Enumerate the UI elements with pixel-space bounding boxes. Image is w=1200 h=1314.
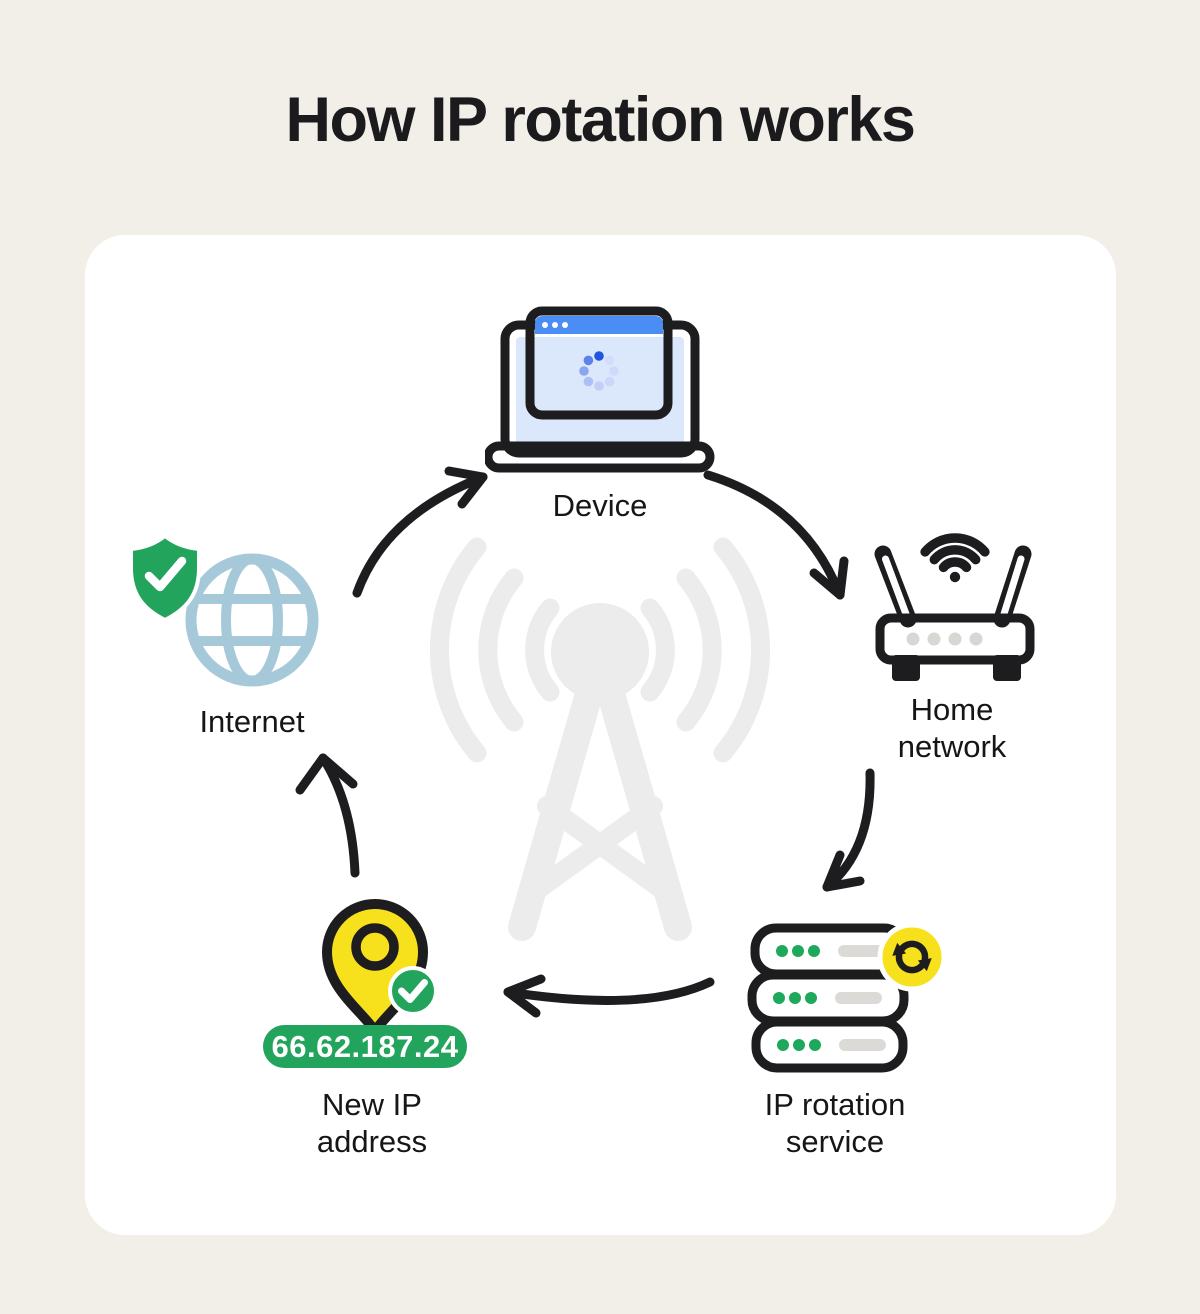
wifi-icon [920,533,990,583]
flow-arrows [295,466,875,1018]
location-pin-icon [322,899,438,1036]
diagram-background-art [295,466,875,1018]
laptop-loading-icon [485,306,715,473]
browser-titlebar [535,316,663,334]
ip-address-badge: 66.62.187.24 [263,1025,467,1068]
device-label: Device [552,488,648,523]
sync-rotation-icon [877,922,947,992]
radio-tower-watermark-icon [429,537,771,941]
arrow-service-to-new-ip [503,977,715,1005]
wifi-router-icon [874,533,1035,681]
internet-label: Internet [199,704,305,739]
server-stack-icon [747,922,947,1073]
ip-rotation-service-label: IP rotation service [764,1087,906,1159]
new-ip-address-label: New IP address [316,1087,428,1159]
arrow-internet-to-device [352,472,488,598]
shield-check-icon [130,534,201,622]
arrow-device-to-home-network [703,470,845,600]
home-network-label: Home network [897,692,1007,764]
globe-icon [130,534,319,687]
check-icon [388,966,438,1016]
diagram-card: Device Home network [85,235,1116,1235]
loading-spinner-icon [579,351,619,391]
arrow-home-network-to-service [822,768,875,892]
page-title: How IP rotation works [285,85,916,155]
